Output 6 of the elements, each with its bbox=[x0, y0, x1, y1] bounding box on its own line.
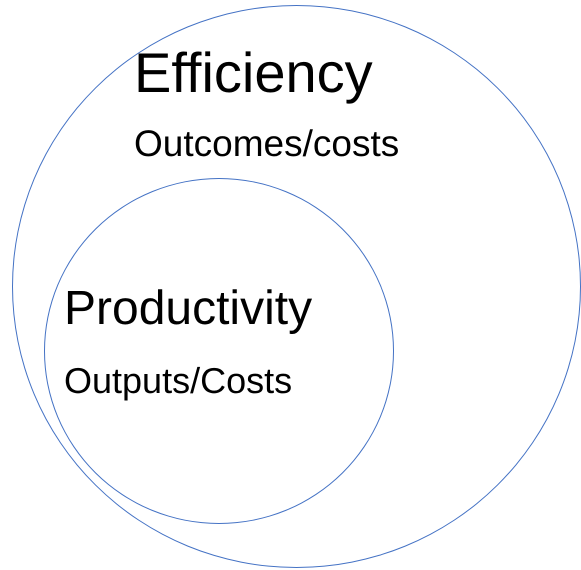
circle bbox=[44, 178, 394, 524]
circle bbox=[12, 5, 581, 568]
circle-subtitle: Outcomes/costs bbox=[134, 124, 400, 165]
circle-subtitle: Outputs/Costs bbox=[64, 361, 292, 401]
circle-heading: Productivity bbox=[64, 283, 312, 336]
circle-heading: Efficiency bbox=[134, 42, 373, 104]
